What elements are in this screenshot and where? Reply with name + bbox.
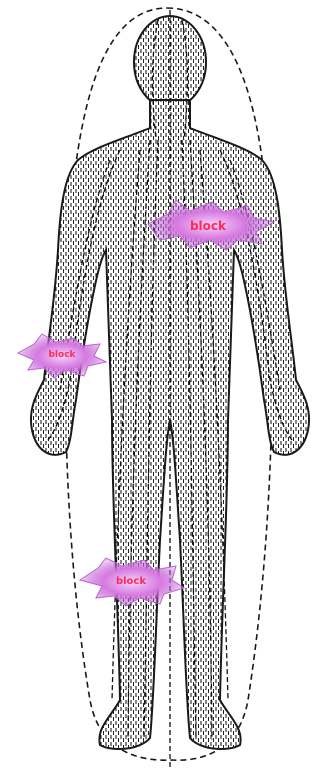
meridian-lines (48, 10, 292, 770)
block-marker-wrist: block (18, 334, 106, 378)
block-label-wrist: block (48, 350, 76, 360)
block-label-knee: block (116, 576, 146, 587)
block-label-chest: block (190, 219, 227, 233)
block-marker-knee: block (80, 558, 184, 606)
